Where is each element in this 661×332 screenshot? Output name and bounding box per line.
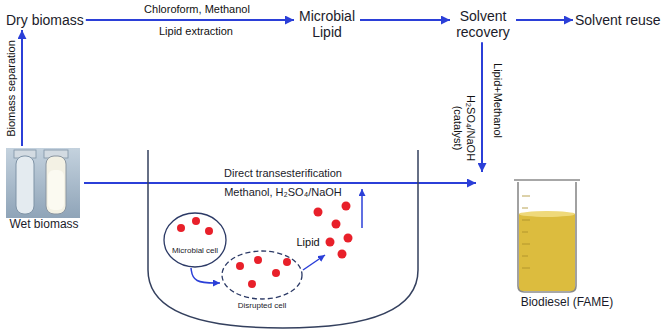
label-holder: Biomass separation [5,40,18,137]
flow-arrow [84,182,476,184]
process-label: Wet biomass [4,146,84,238]
node-outline [163,212,227,268]
biodiesel-liquid [519,214,575,291]
flow-arrow [481,42,483,172]
process-note: Biomass separation [5,40,18,137]
lipid-droplet [344,234,353,243]
process-label: Solvent recovery [450,6,516,42]
process-note: Lipid extraction [159,25,233,38]
lipid-droplet [236,262,244,270]
rise-arrow [361,189,363,228]
process-label: Biodiesel (FAME) [476,172,622,314]
biodiesel-beaker [514,180,580,292]
flow-arrow [191,268,220,283]
lipid-droplet [177,224,185,232]
lipid-droplet [192,217,200,225]
process-label: Solvent reuse [573,10,661,30]
reaction-vessel: Direct transesterificationMethanol, H₂SO… [148,150,418,330]
label-holder: H₂SO₄/NaOH (catalyst) [451,88,477,168]
node-text: Solvent recovery [452,8,514,40]
flow-arrow [21,30,23,146]
lipid-droplet [205,227,213,235]
lipid-droplet [326,238,335,247]
process-label: Microbial Lipid [294,6,360,42]
node-text: Disrupted cell [220,301,304,310]
node-text: Microbial cell [163,246,227,255]
release-arrow [303,255,325,270]
beaker-gradations [522,196,530,268]
process-label: Dry biomass [4,10,86,30]
lipid-droplet [254,256,262,264]
cell-outline [222,251,302,299]
cell-circle: Microbial cell [163,212,227,268]
process-note: Chloroform, Methanol [144,3,250,16]
process-note: Lipid+Methanol [491,63,504,138]
process-note: H₂SO₄/NaOH (catalyst) [451,88,477,168]
liquid-surface [519,211,575,217]
lipid-droplet [283,258,291,266]
vessel-outline [148,150,418,328]
node-text: Methanol, H₂SO₄/NaOH [148,186,418,199]
label-holder: Lipid extraction [159,25,233,38]
milky-culture [48,170,64,210]
node-text: Microbial Lipid [296,8,358,40]
process-note: Lipid [297,236,320,249]
beaker-outline [514,180,580,292]
lipid-droplet [272,269,280,277]
label-holder: Chloroform, Methanol [144,3,250,16]
flow-arrow [516,19,573,21]
node-text: Solvent reuse [575,12,661,28]
lipid-droplet [248,280,256,288]
node-text: Direct transesterification [148,167,418,180]
node-text: Dry biomass [6,12,84,28]
clear-tube [16,156,34,214]
milky-tube [46,156,66,214]
flow-arrow [86,19,294,21]
lipid-droplet [314,208,323,217]
cell-outline [164,213,226,267]
node-text: Biodiesel (FAME) [512,296,622,310]
photo-ground [6,148,80,218]
lipid-droplet [342,202,351,211]
label-holder: Lipid+Methanol [491,63,504,138]
flow-arrow [360,19,450,21]
wet-biomass-photo [6,148,80,218]
label-holder: Lipid [297,236,320,249]
lipid-droplet [338,250,347,259]
lipid-droplet [332,220,341,229]
disrupted-cell: Disrupted cell [220,250,304,314]
node-text: Wet biomass [4,218,84,232]
